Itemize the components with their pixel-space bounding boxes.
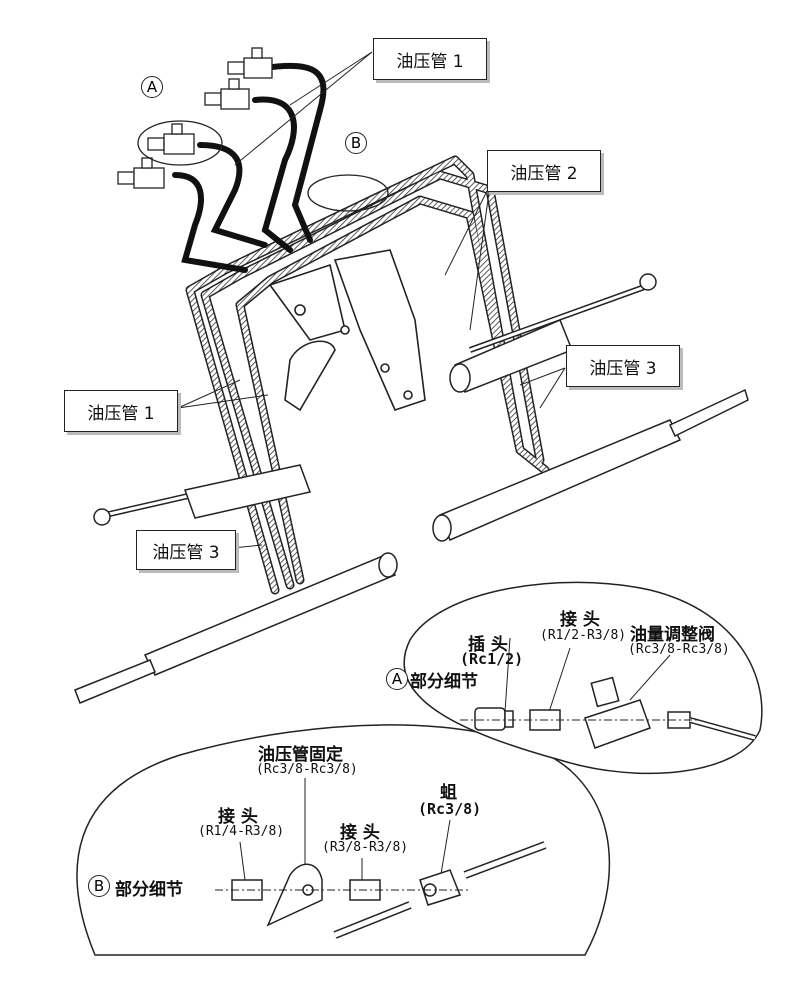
detail-b-marker: B — [88, 875, 110, 897]
detail-b-fix-spec: (Rc3/8-Rc3/8) — [256, 762, 358, 777]
detail-a-title: 部分细节 — [410, 672, 478, 692]
label-pipe2: 油压管 2 — [487, 150, 601, 192]
hydraulic-hoses-1 — [172, 62, 327, 273]
detail-a-plug-spec: (Rc1/2) — [460, 650, 524, 668]
detail-b-joint2-spec: (R3/8-R3/8) — [322, 840, 409, 855]
detail-b-outline — [76, 724, 611, 956]
detail-b-parts — [231, 841, 547, 939]
frame-tubes — [185, 155, 550, 595]
detail-a-parts — [474, 676, 756, 749]
left-cylinder — [93, 464, 312, 526]
detail-a-joint-name: 接 头 — [560, 610, 600, 630]
detail-b-joint2-name: 接 头 — [340, 823, 380, 843]
marker-b-ring — [307, 174, 389, 212]
central-bracket — [268, 249, 426, 412]
right-shaft — [432, 388, 749, 542]
marker-a-ring — [137, 120, 223, 166]
detail-a-valve-spec: (Rc3/8-Rc3/8) — [628, 642, 730, 657]
detail-b-joint1-name: 接 头 — [218, 807, 258, 827]
detail-a-marker: A — [386, 668, 408, 690]
detail-b-fix-name: 油压管固定 — [258, 745, 343, 765]
label-pipe1-top: 油压管 1 — [373, 38, 487, 80]
detail-b-title: 部分细节 — [115, 880, 183, 900]
detail-b-joint1-spec: (R1/4-R3/8) — [198, 824, 285, 839]
label-pipe1-left: 油压管 1 — [64, 390, 178, 432]
detail-b-nut-name: 蛆 — [440, 783, 457, 803]
label-pipe3-left: 油压管 3 — [136, 530, 236, 570]
right-cylinder — [449, 273, 657, 393]
detail-a-plug-name: 插 头 — [468, 635, 508, 655]
marker-b: B — [345, 132, 367, 154]
left-shaft — [74, 552, 398, 704]
leader-lines — [177, 51, 671, 881]
detail-a-valve-name: 油量调整阀 — [630, 625, 715, 645]
marker-a: A — [141, 76, 163, 98]
label-pipe3-right: 油压管 3 — [566, 345, 680, 387]
detail-b-nut-spec: (Rc3/8) — [418, 800, 482, 818]
detail-a-joint-spec: (R1/2-R3/8) — [540, 628, 627, 643]
valve-fittings-top — [117, 47, 273, 189]
